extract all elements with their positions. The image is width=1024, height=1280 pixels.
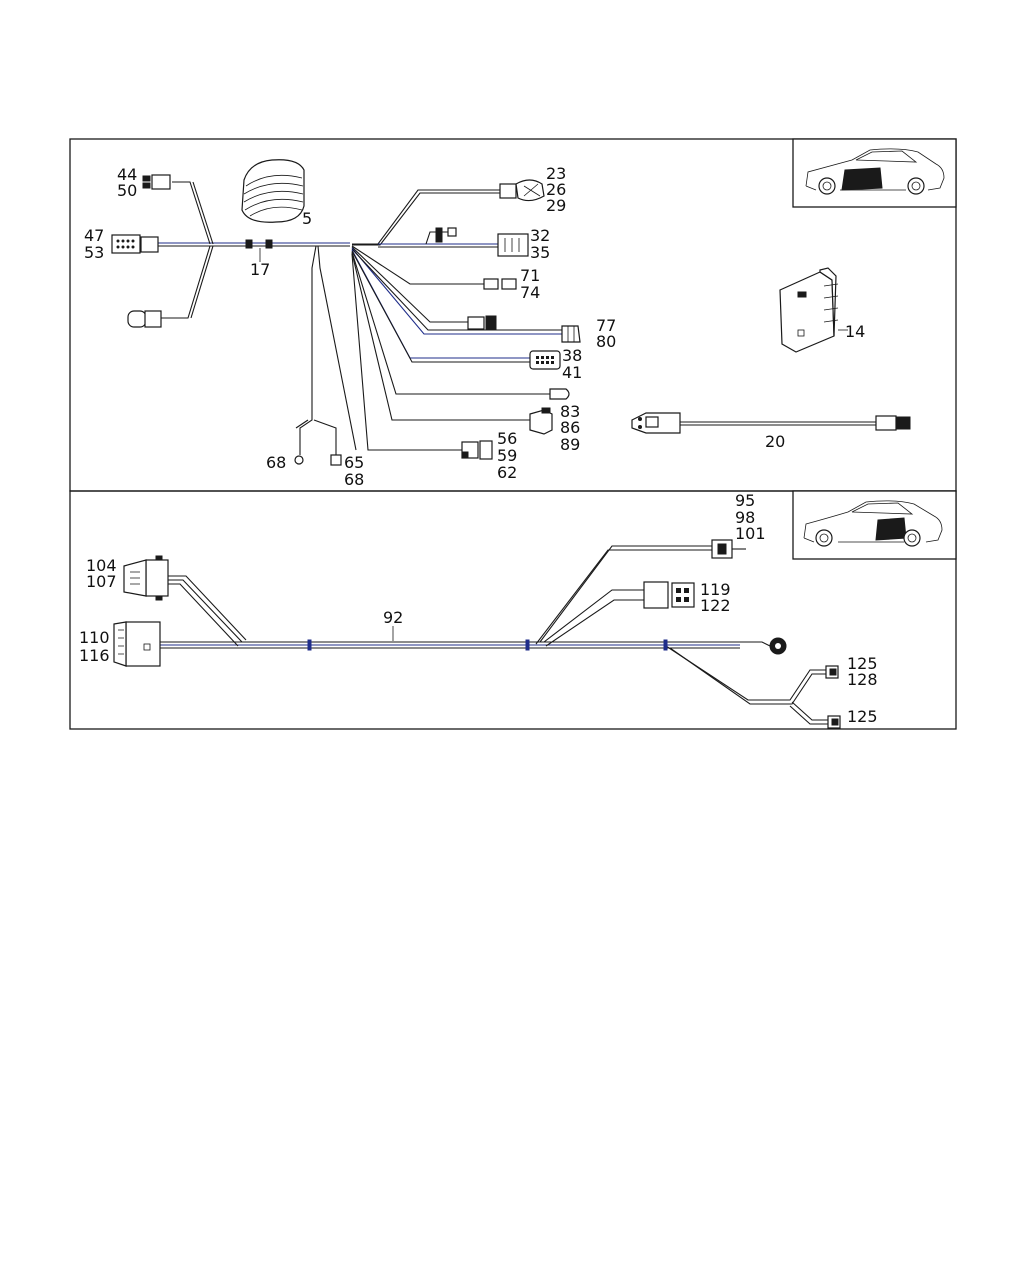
- label-119: 119: [700, 580, 731, 599]
- label-47: 47: [84, 226, 104, 245]
- connector-125: [827, 715, 841, 729]
- rear-harness-wires: [160, 545, 828, 725]
- connector-32-35: [425, 227, 529, 257]
- label-68-right: 68: [344, 470, 364, 489]
- car-front-door-icon: [792, 138, 957, 208]
- label-83: 83: [560, 402, 580, 421]
- connector-44-50: [142, 174, 171, 190]
- label-92: 92: [383, 608, 403, 627]
- label-38: 38: [562, 346, 582, 365]
- label-95: 95: [735, 491, 755, 510]
- label-20: 20: [765, 432, 785, 451]
- label-32: 32: [530, 226, 550, 245]
- rubber-grommet-5: [241, 159, 305, 223]
- label-50: 50: [117, 181, 137, 200]
- connector-95-98-101: [711, 539, 746, 559]
- cable-20: [631, 412, 911, 434]
- label-53: 53: [84, 243, 104, 262]
- label-56: 56: [497, 429, 517, 448]
- label-41: 41: [562, 363, 582, 382]
- label-14: 14: [845, 322, 865, 341]
- round-terminal: [769, 637, 787, 655]
- label-86: 86: [560, 418, 580, 437]
- car-rear-door-icon: [792, 490, 957, 560]
- label-125-upper: 125: [847, 654, 878, 673]
- terminal-68: [294, 455, 304, 465]
- label-125-lower: 125: [847, 707, 878, 726]
- label-65: 65: [344, 453, 364, 472]
- label-71: 71: [520, 266, 540, 285]
- connector-125-128: [825, 665, 839, 679]
- label-89: 89: [560, 435, 580, 454]
- label-104: 104: [86, 556, 117, 575]
- front-harness-wires: [158, 181, 562, 455]
- connector-83-86-89: [529, 407, 553, 435]
- label-23: 23: [546, 164, 566, 183]
- label-80: 80: [596, 332, 616, 351]
- label-101: 101: [735, 524, 766, 543]
- label-110: 110: [79, 628, 110, 647]
- label-17: 17: [250, 260, 270, 279]
- connector-71-74: [483, 278, 517, 290]
- label-122: 122: [700, 596, 731, 615]
- connector-77-80: [467, 315, 581, 343]
- label-74: 74: [520, 283, 540, 302]
- label-116: 116: [79, 646, 110, 665]
- label-107: 107: [86, 572, 117, 591]
- label-44: 44: [117, 165, 137, 184]
- connector-left-lower: [127, 310, 162, 328]
- panel-rear-door-frame: [69, 490, 957, 730]
- connector-single-pin: [549, 388, 570, 400]
- label-29: 29: [546, 196, 566, 215]
- label-128: 128: [847, 670, 878, 689]
- label-62: 62: [497, 463, 517, 482]
- label-77: 77: [596, 316, 616, 335]
- label-26: 26: [546, 180, 566, 199]
- connector-65-68: [330, 454, 342, 466]
- label-59: 59: [497, 446, 517, 465]
- connector-23-26-29: [499, 179, 545, 202]
- connector-104-107: [123, 555, 169, 601]
- connector-110-116: [113, 621, 161, 667]
- connector-56-59-62: [461, 440, 493, 460]
- connector-38-41: [529, 350, 561, 370]
- label-68-left: 68: [266, 453, 286, 472]
- label-98: 98: [735, 508, 755, 527]
- connector-119-122: [643, 581, 695, 609]
- control-unit-14: [779, 267, 848, 353]
- connector-47-53: [111, 234, 159, 254]
- label-5: 5: [302, 209, 312, 228]
- label-35: 35: [530, 243, 550, 262]
